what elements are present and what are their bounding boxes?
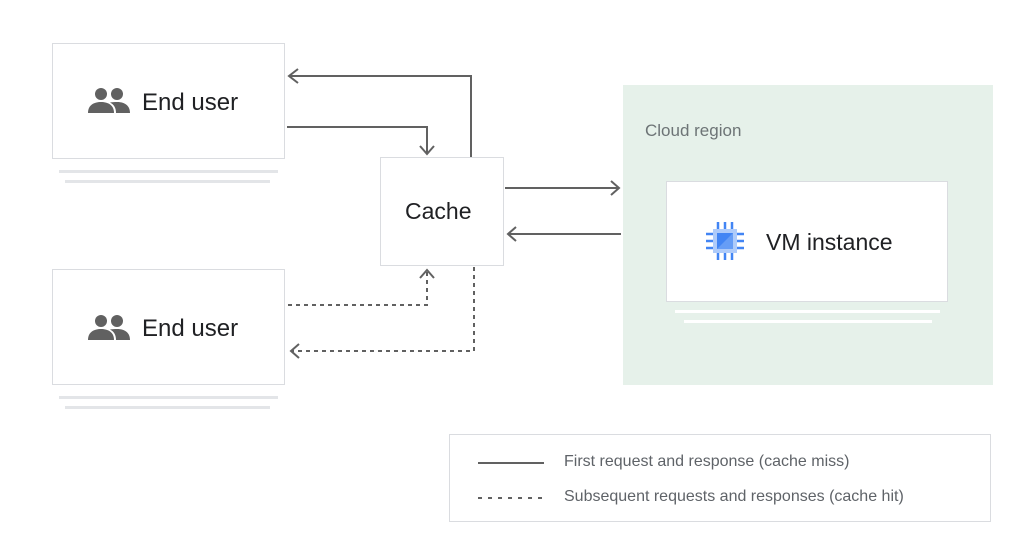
end-user-top-shadow-2	[65, 180, 270, 183]
end-user-top-card: End user	[52, 43, 285, 159]
end-user-bottom-shadow-2	[65, 406, 270, 409]
legend: First request and response (cache miss) …	[449, 434, 991, 522]
vm-instance-label: VM instance	[766, 229, 893, 255]
people-icon	[88, 315, 130, 340]
legend-dashed-label: Subsequent requests and responses (cache…	[564, 488, 904, 505]
end-user-bottom-label: End user	[142, 315, 239, 342]
arrow-cache-to-user-bottom	[291, 267, 475, 352]
legend-solid-label: First request and response (cache miss)	[564, 453, 850, 470]
legend-dashed-line	[478, 497, 544, 499]
end-user-top-shadow-1	[59, 170, 278, 173]
arrow-cache-to-user-top	[289, 75, 472, 157]
end-user-bottom-card: End user	[52, 269, 285, 385]
end-user-top-label: End user	[142, 89, 239, 116]
vm-instance-card: VM instance	[666, 181, 948, 302]
cpu-chip-icon	[706, 222, 744, 260]
cache-box: Cache	[380, 157, 504, 266]
legend-solid-line	[478, 462, 544, 464]
people-icon	[88, 88, 130, 113]
vm-shadow-1	[675, 310, 940, 313]
end-user-bottom-shadow-1	[59, 396, 278, 399]
arrow-user-bottom-to-cache	[288, 270, 428, 306]
arrow-user-top-to-cache	[287, 126, 428, 154]
cache-label: Cache	[405, 198, 472, 224]
cloud-region-label: Cloud region	[645, 121, 742, 140]
vm-shadow-2	[684, 320, 932, 323]
